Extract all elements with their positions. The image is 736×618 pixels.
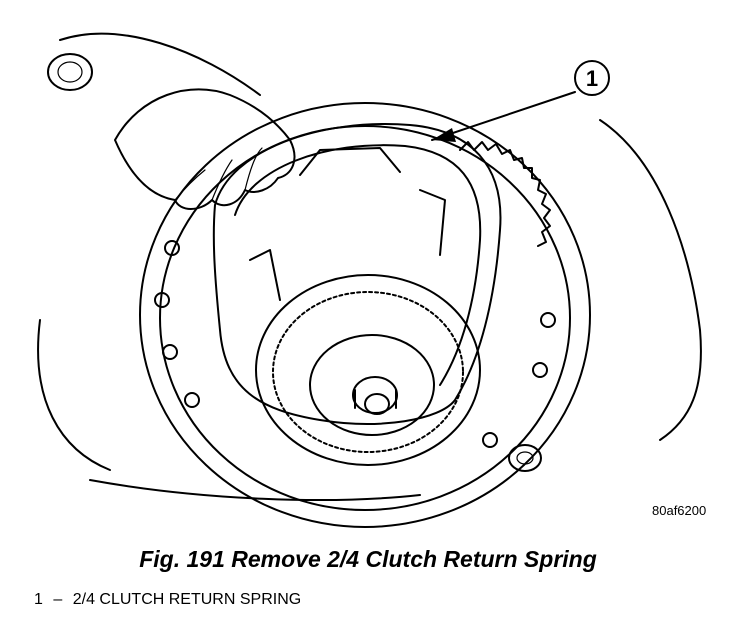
return-spring-inner: [234, 144, 482, 386]
clutch-spring-illustration: 1: [37, 32, 702, 528]
legend-separator: –: [53, 591, 63, 608]
legend-number: 1: [34, 591, 43, 608]
callout-number: 1: [586, 66, 598, 91]
clutch-pack-outer: [255, 274, 481, 466]
figure-caption: Fig. 191 Remove 2/4 Clutch Return Spring: [139, 546, 597, 572]
case-bolt-boss-bottom-right: [508, 444, 542, 472]
transmission-case-outline: [37, 32, 702, 501]
legend-item: 1 – 2/4 CLUTCH RETURN SPRING: [34, 591, 307, 609]
legend-label: 2/4 CLUTCH RETURN SPRING: [72, 591, 302, 608]
ring-gear-teeth: [459, 141, 551, 247]
clutch-housing-inner-ring: [159, 125, 571, 511]
hub-shaft-inner: [364, 393, 390, 415]
case-bolt-boss-top-left: [47, 53, 93, 91]
housing-bolt-holes: [154, 240, 556, 448]
clutch-hub: [309, 334, 435, 436]
callout-arrowhead: [432, 128, 456, 142]
callout-circle: [574, 60, 610, 96]
return-spring: [212, 123, 502, 425]
clutch-pack-teeth: [272, 291, 464, 453]
clutch-housing-outer-ring: [139, 102, 591, 528]
figure-code: 80af6200: [652, 503, 707, 518]
callout-leader-line: [431, 91, 576, 141]
